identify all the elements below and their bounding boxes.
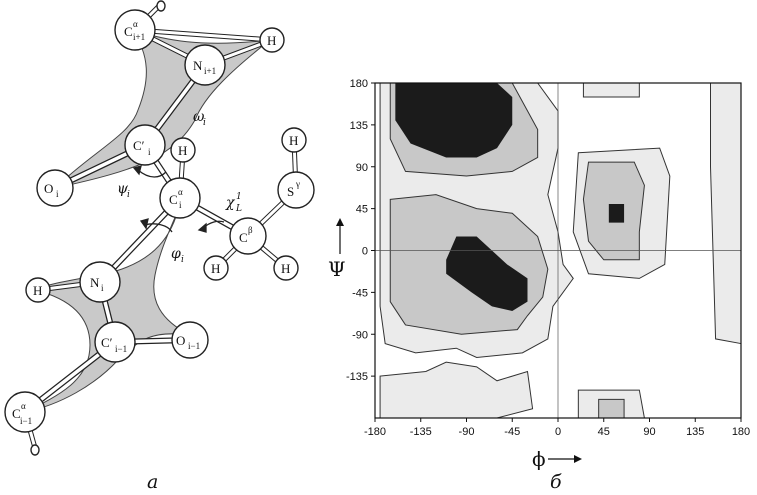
atom-c-prime-label: C′ <box>133 138 145 153</box>
atom-n-i-label: N <box>90 275 100 290</box>
x-axis-symbol: ϕ <box>532 447 546 471</box>
atom-c-beta-label: C <box>239 230 248 245</box>
region-core-alpha-right <box>446 236 528 311</box>
atom-o-prev-sub: i−1 <box>188 341 200 351</box>
angle-omega-symbol: ω <box>193 109 205 125</box>
y-axis-label: Ψ <box>328 218 346 281</box>
x-tick-label: -180 <box>364 426 386 438</box>
atom-ca-next-label: C <box>124 24 133 39</box>
angle-phi-symbol: φ <box>171 246 181 262</box>
y-tick-label: -90 <box>352 329 368 341</box>
atom-h-beta-1: H <box>203 255 229 281</box>
atom-c-prev-sub: i−1 <box>115 344 127 354</box>
atom-ca-i: C α i <box>159 177 201 219</box>
phi-rotation-arrow <box>144 223 173 233</box>
atom-h-top: H <box>259 27 285 53</box>
atom-ca-prev: C α i−1 <box>4 391 46 433</box>
angle-chi: χ 1 L <box>225 192 242 214</box>
angle-psi-symbol: ψ <box>117 181 129 197</box>
angle-omega-sub: i <box>203 118 206 128</box>
atom-s-gamma-label: S <box>287 184 294 199</box>
y-tick-label: 90 <box>356 162 368 174</box>
atom-h-n: H <box>25 277 51 303</box>
atom-h-s: H <box>281 127 307 153</box>
atom-c-beta-sup: β <box>248 225 253 235</box>
y-tick-label: 45 <box>356 204 368 216</box>
y-tick-label: 180 <box>350 78 368 90</box>
region-core-beta <box>395 83 513 158</box>
angle-psi: ψ i <box>117 181 130 200</box>
atom-c-prime: C′ i <box>124 124 166 166</box>
atom-h-ca: H <box>170 137 196 163</box>
atom-h-beta-1-label: H <box>211 261 220 276</box>
terminal-bond-end <box>30 0 166 456</box>
x-tick-label: -45 <box>504 426 520 438</box>
region-core-alpha-left <box>608 203 625 223</box>
angle-phi: φ i <box>171 246 184 265</box>
atom-ca-next-sup: α <box>133 19 138 29</box>
angle-phi-sub: i <box>181 255 184 265</box>
atom-n-next-sub: i+1 <box>204 66 216 76</box>
atom-n-i: N i <box>79 261 121 303</box>
atom-h-beta-2: H <box>273 255 299 281</box>
x-tick-label: -135 <box>410 426 432 438</box>
atom-h-ca-label: H <box>178 143 187 158</box>
ramachandran-plot: -180 -135 -90 -45 0 45 90 135 180 180 135 90 45 0 -45… <box>328 78 750 493</box>
x-tick-label: 135 <box>686 426 704 438</box>
atom-s-gamma-sup: γ <box>295 179 300 189</box>
atom-n-i-sub: i <box>101 283 104 293</box>
x-tick-label: 180 <box>732 426 750 438</box>
x-axis-ticks: -180 -135 -90 -45 0 45 90 135 180 <box>364 418 750 438</box>
atom-h-beta-2-label: H <box>281 261 290 276</box>
region-allowed-lower-right-inner <box>598 398 625 419</box>
peptide-diagram: C α i+1 H N i+1 C′ i H O i C <box>4 0 315 493</box>
psi-rotation-arrow <box>137 169 167 178</box>
x-axis-label: ϕ <box>532 447 582 471</box>
x-tick-label: 45 <box>598 426 610 438</box>
y-tick-label: -45 <box>352 287 368 299</box>
x-tick-label: 0 <box>555 426 561 438</box>
atom-o-prev: O i−1 <box>171 321 209 359</box>
atom-h-s-label: H <box>289 133 298 148</box>
atom-ca-i-sub: i <box>179 200 182 210</box>
rotation-arrows <box>132 165 225 233</box>
atom-ca-prev-sub: i−1 <box>20 416 32 426</box>
x-tick-label: 90 <box>643 426 655 438</box>
atom-ca-i-label: C <box>169 192 178 207</box>
panel-label-a: а <box>147 471 158 493</box>
y-tick-label: 0 <box>362 246 368 258</box>
y-axis-ticks: 180 135 90 45 0 -45 -90 -135 <box>346 78 375 383</box>
angle-chi-sup: 1 <box>236 192 242 202</box>
angle-omega: ω i <box>193 109 206 128</box>
atom-o-i-label: O <box>44 181 53 196</box>
angle-chi-symbol: χ <box>225 195 236 211</box>
atom-o-prev-label: O <box>176 333 185 348</box>
atom-ca-next-sub: i+1 <box>133 32 145 42</box>
angle-chi-sub: L <box>235 204 242 214</box>
angle-psi-sub: i <box>127 190 130 200</box>
atom-c-prev: C′ i−1 <box>94 321 136 363</box>
atom-o-i-sub: i <box>56 189 59 199</box>
atom-ca-prev-label: C <box>12 406 21 421</box>
atom-s-gamma: S γ <box>277 171 315 209</box>
atom-h-top-label: H <box>267 33 276 48</box>
y-tick-label: 135 <box>350 120 368 132</box>
atom-c-prev-label: C′ <box>101 335 113 350</box>
atom-c-beta: C β <box>229 217 267 255</box>
region-generous-top-mid <box>582 82 640 98</box>
atom-n-next-label: N <box>193 58 203 73</box>
panel-label-b: б <box>550 471 562 493</box>
atom-c-prime-sub: i <box>148 147 151 157</box>
y-tick-label: -135 <box>346 371 368 383</box>
atom-ca-next: C α i+1 <box>114 9 156 51</box>
atom-o-i: O i <box>36 169 74 207</box>
region-generous-right-edge <box>710 82 742 345</box>
y-axis-symbol: Ψ <box>328 257 346 281</box>
atom-n-next: N i+1 <box>184 44 226 86</box>
atom-h-n-label: H <box>33 283 42 298</box>
atom-ca-prev-sup: α <box>21 401 26 411</box>
atom-ca-i-sup: α <box>178 187 183 197</box>
x-tick-label: -90 <box>459 426 475 438</box>
